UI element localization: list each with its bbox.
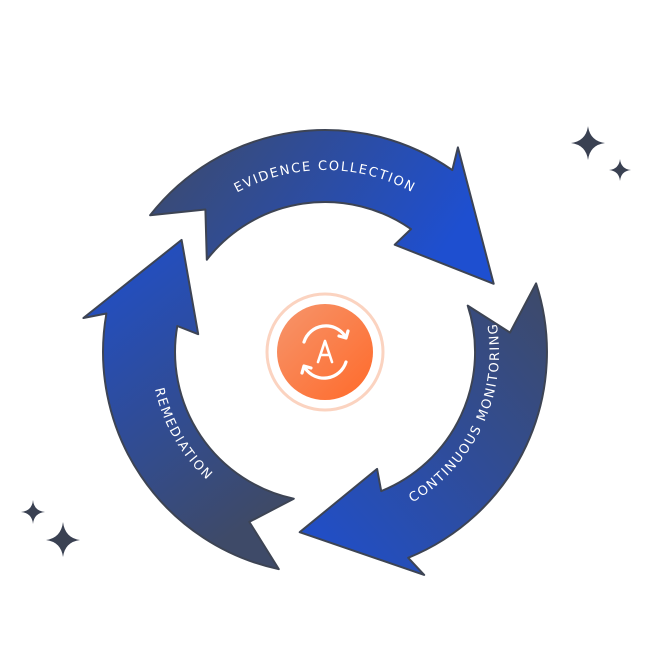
center-badge: A: [265, 292, 385, 412]
arrow-remediation: REMEDIATION: [82, 238, 295, 571]
arrow-evidence-collection: EVIDENCE COLLECTION: [149, 129, 495, 285]
sparkles: [21, 126, 631, 557]
cycle-arrow-shape: [298, 282, 548, 576]
sparkle-icon: [609, 159, 631, 181]
cycle-arrow-shape: [149, 129, 495, 285]
sparkle-icon: [571, 126, 605, 160]
cycle-arrow-shape: [82, 238, 295, 571]
auto-sync-a-icon: [300, 324, 350, 380]
sparkle-icon: [21, 500, 45, 524]
sparkle-icon: [46, 522, 80, 557]
